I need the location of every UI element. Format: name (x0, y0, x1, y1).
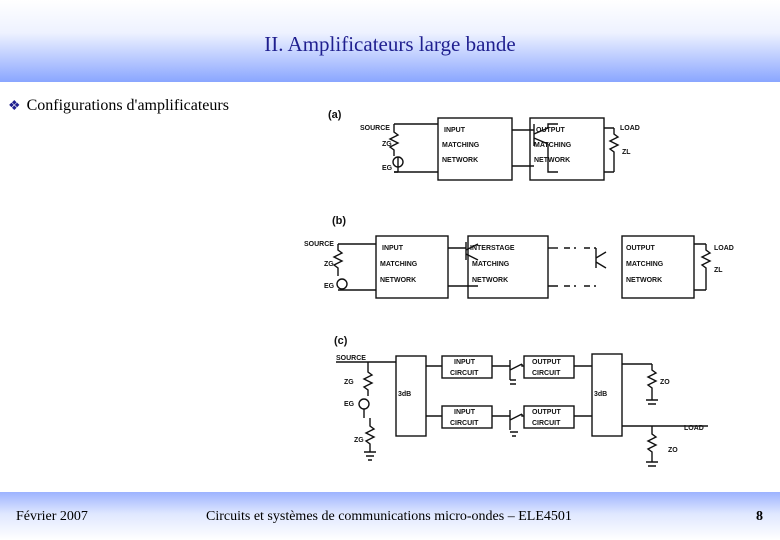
output-network-b-line3: NETWORK (626, 277, 662, 284)
load-label-a: LOAD (620, 125, 640, 132)
input-network-b-line1: INPUT (382, 245, 404, 252)
label-c: (c) (334, 335, 348, 347)
amplifier-configurations-diagram: (a) SOURCE ZG EG INPUT MATCHING NETWORK … (304, 109, 734, 467)
input-network-a-line1: INPUT (444, 127, 466, 134)
output-network-b-line2: MATCHING (626, 261, 664, 268)
eg-label-c: EG (344, 401, 355, 408)
input-network-a-line2: MATCHING (442, 142, 480, 149)
input-circuit-bottom-line2: CIRCUIT (450, 420, 479, 427)
footer-course: Circuits et systèmes de communications m… (206, 509, 572, 524)
eg-label-b: EG (324, 283, 335, 290)
label-a: (a) (328, 109, 342, 121)
source-label-a: SOURCE (360, 125, 390, 132)
output-network-a-line2: MATCHING (534, 142, 572, 149)
input-circuit-top-line2: CIRCUIT (450, 370, 479, 377)
footer-band (0, 492, 780, 540)
input-circuit-top-line1: INPUT (454, 359, 476, 366)
diamond-bullet-icon: ❖ (8, 99, 21, 114)
load-label-b: LOAD (714, 245, 734, 252)
zg-label-b: ZG (324, 261, 334, 268)
interstage-network-line1: INTERSTAGE (470, 245, 515, 252)
output-network-a-line3: NETWORK (534, 157, 570, 164)
output-network-a-line1: OUTPUT (536, 127, 566, 134)
output-circuit-bottom-line2: CIRCUIT (532, 420, 561, 427)
footer-page-number: 8 (756, 509, 763, 524)
footer-date: Février 2007 (16, 509, 88, 524)
config-a (388, 117, 620, 181)
input-circuit-bottom-line1: INPUT (454, 409, 476, 416)
input-network-b-line2: MATCHING (380, 261, 418, 268)
config-b (332, 235, 712, 299)
title-band (0, 0, 780, 82)
source-label-c: SOURCE (336, 355, 366, 362)
interstage-network-line2: MATCHING (472, 261, 510, 268)
output-circuit-top-line2: CIRCUIT (532, 370, 561, 377)
output-circuit-bottom-line1: OUTPUT (532, 409, 562, 416)
zo-label-c: ZO (660, 379, 670, 386)
input-network-a-line3: NETWORK (442, 157, 478, 164)
input-network-b-line3: NETWORK (380, 277, 416, 284)
zl-label-a: ZL (622, 149, 631, 156)
slide-title: II. Amplificateurs large bande (264, 32, 516, 56)
zg-label-c: ZG (344, 379, 354, 386)
output-network-b-line1: OUTPUT (626, 245, 656, 252)
coupler-right-label: 3dB (594, 391, 607, 398)
zo2-label-c: ZO (668, 447, 678, 454)
eg-label-a: EG (382, 165, 393, 172)
zl-label-b: ZL (714, 267, 723, 274)
label-b: (b) (332, 215, 346, 227)
bullet-text: Configurations d'amplificateurs (26, 97, 229, 114)
coupler-left-label: 3dB (398, 391, 411, 398)
bullet-item: ❖ Configurations d'amplificateurs (8, 97, 229, 115)
interstage-network-line3: NETWORK (472, 277, 508, 284)
zg2-label-c: ZG (354, 437, 364, 444)
config-c (336, 353, 708, 467)
source-label-b: SOURCE (304, 241, 334, 248)
output-circuit-top-line1: OUTPUT (532, 359, 562, 366)
load-label-c: LOAD (684, 425, 704, 432)
zg-label-a: ZG (382, 141, 392, 148)
